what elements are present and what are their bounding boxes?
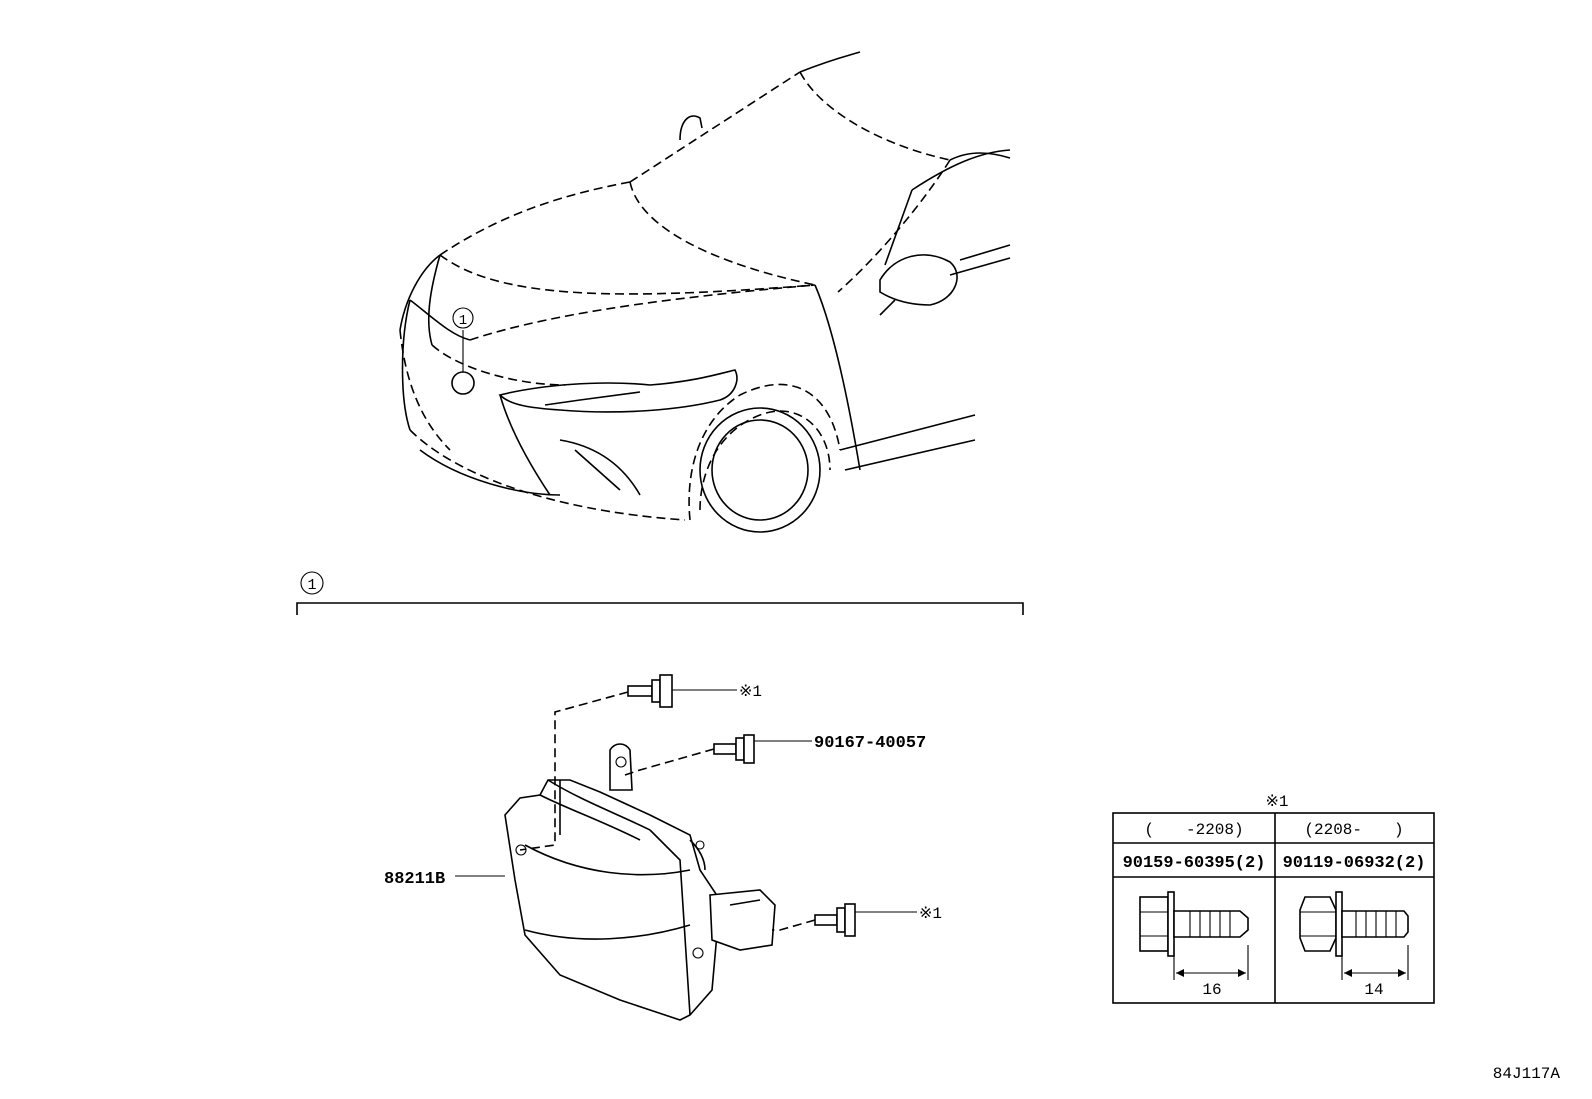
- diagram-code: 84J117A: [1493, 1065, 1561, 1083]
- sensor-location-marker: [451, 371, 475, 395]
- bolt-ref1-top-icon: [627, 674, 673, 708]
- table-title: ※1: [1265, 793, 1288, 811]
- bolt-90167-label: 90167-40057: [814, 734, 926, 753]
- vehicle-illustration: [399, 51, 1011, 533]
- svg-text:1: 1: [307, 577, 316, 594]
- col1-part-number: 90159-60395(2): [1123, 854, 1266, 873]
- col2-length: 14: [1364, 981, 1383, 999]
- col2-range: (2208- ): [1304, 821, 1403, 839]
- bolt-90159-drawing: [1139, 891, 1249, 980]
- bolt-spec-table: ※1 ( -2208) (2208- ) 90159-60395(2) 9011…: [1112, 793, 1435, 1004]
- svg-text:1: 1: [459, 313, 467, 329]
- col1-range: ( -2208): [1144, 821, 1243, 839]
- bolt-90167-icon: [713, 734, 755, 764]
- radar-sensor-label: 88211B: [384, 870, 445, 889]
- radar-sensor-illustration: [504, 743, 776, 1021]
- ref-mark-top-label: ※1: [739, 683, 762, 701]
- bolt-90119-drawing: [1299, 891, 1409, 980]
- col1-length: 16: [1202, 981, 1221, 999]
- bolt-ref1-bottom-icon: [814, 903, 856, 937]
- section-bracket: 1: [296, 571, 1024, 615]
- col2-part-number: 90119-06932(2): [1283, 854, 1426, 873]
- callout-marker-car: 1: [452, 307, 474, 329]
- ref-mark-bottom-label: ※1: [919, 905, 942, 923]
